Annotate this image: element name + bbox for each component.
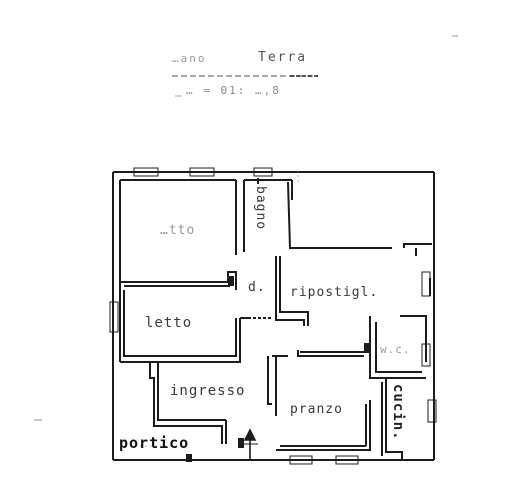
label-bedroom: letto (145, 315, 193, 331)
wall-kitchen (385, 378, 403, 460)
label-bathroom: bagno (253, 186, 268, 231)
wall-entrance-right (267, 356, 272, 405)
label-living: pranzo (290, 402, 343, 417)
entrance-arrow-icon (243, 428, 258, 460)
wall-hall (275, 256, 305, 326)
window-kitchen (427, 399, 437, 423)
scan-specks (34, 35, 458, 421)
wall-fills (186, 276, 370, 462)
label-porch: portico (119, 434, 190, 452)
walls (112, 171, 435, 461)
plan-scale: … = 01: …,8 (186, 84, 281, 97)
wall-entrance-left (149, 362, 223, 444)
wall-bedroom (123, 290, 237, 357)
guide-lines (120, 170, 299, 447)
label-room-top-left: …tto (160, 223, 196, 238)
label-wc: w.c. (380, 343, 411, 356)
window-left (109, 301, 119, 333)
wall-upper-room-bottom (120, 271, 237, 290)
plan-title: Terra (258, 50, 308, 65)
label-entrance: ingresso (170, 383, 246, 399)
windows (109, 167, 437, 465)
wall-storage-bottom (297, 350, 364, 357)
window-bottom-2 (335, 455, 359, 465)
label-hall: d. (248, 280, 266, 295)
label-kitchen: cucin. (390, 384, 406, 441)
window-right-1 (421, 271, 431, 297)
window-top-2 (189, 167, 215, 177)
wall-wc (369, 316, 426, 379)
window-right-2 (421, 343, 431, 367)
window-bottom-1 (289, 455, 313, 465)
window-top-3 (253, 167, 273, 177)
plan-title-left: …ano (172, 52, 207, 65)
window-top-1 (133, 167, 159, 177)
label-storage: ripostigl. (290, 285, 379, 300)
